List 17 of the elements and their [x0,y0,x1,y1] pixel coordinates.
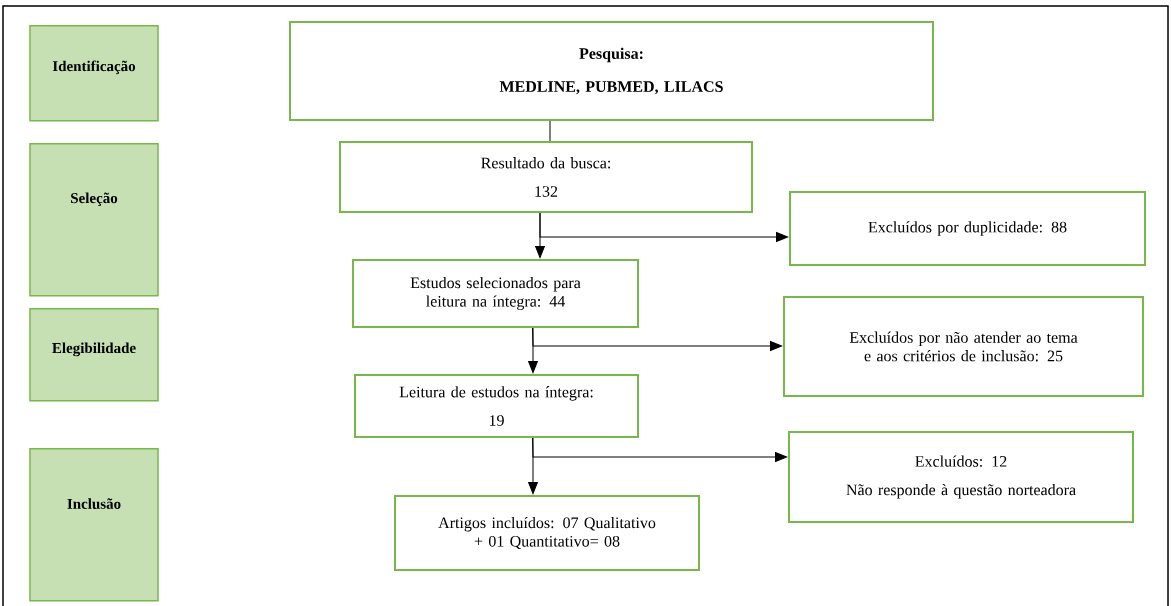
arrow [532,437,788,462]
arrow [532,327,783,351]
process-box: Artigos incluídos: 07 Qualitativo + 01 Quantitativo= 08 [394,495,700,571]
arrow [539,212,789,242]
stage-box: Inclusão [29,448,159,602]
process-box: Excluídos: 12 Não responde à questão norteadora [788,431,1134,523]
process-box: Resultado da busca: 132 [339,141,753,213]
arrow [528,437,538,495]
arrow [528,327,538,374]
process-box: Excluídos por duplicidade: 88 [789,191,1146,266]
process-box: Excluídos por não atender ao tema e aos critérios de inclusão: 25 [783,296,1144,397]
stage-box: Identificação [29,25,159,122]
stage-box: Seleção [29,143,159,297]
search-box: Pesquisa: MEDLINE, PUBMED, LILACS [289,21,934,121]
stage-box: Elegibilidade [29,308,159,402]
process-box: Estudos selecionados para leitura na íntegra: 44 [352,259,639,328]
process-box: Leitura de estudos na íntegra: 19 [354,374,639,438]
